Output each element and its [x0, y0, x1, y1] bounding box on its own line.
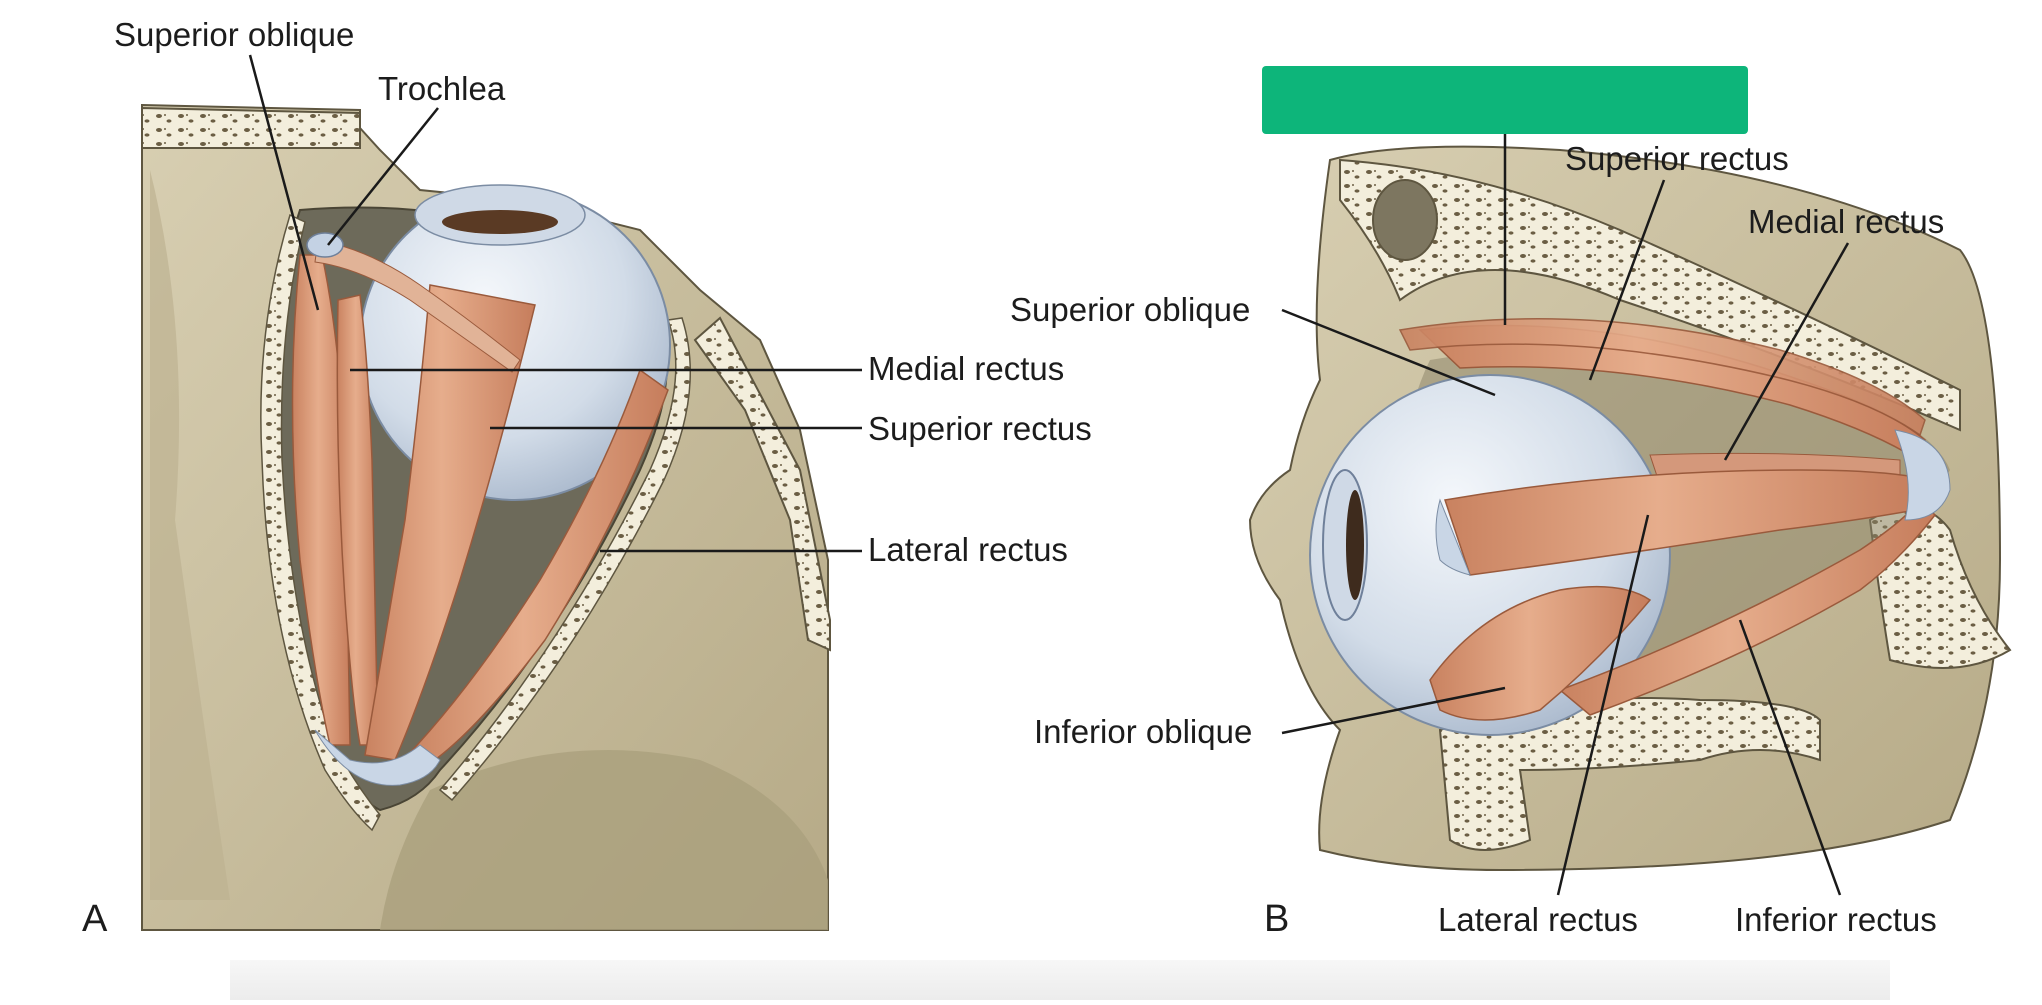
label-a-trochlea: Trochlea	[378, 70, 506, 107]
panel-a-trochlea	[306, 232, 344, 258]
panel-b-illustration	[1248, 145, 2012, 872]
redaction-bar	[1262, 66, 1748, 134]
leader-lines	[248, 54, 1850, 896]
label-b-inferior-oblique: Inferior oblique	[1034, 713, 1253, 750]
label-b-lateral-rectus: Lateral rectus	[1438, 901, 1638, 938]
label-b-medial-rectus: Medial rectus	[1748, 203, 1945, 240]
label-a-superior-oblique: Superior oblique	[114, 16, 355, 53]
panel-letter-b: B	[1264, 898, 1290, 940]
panel-b-inferior-rectus-muscle	[1558, 498, 1936, 716]
panel-b-superior-oblique-muscle	[1398, 318, 1926, 437]
panel-b-inferior-oblique-muscle	[1429, 585, 1652, 721]
label-a-superior-rectus: Superior rectus	[868, 410, 1092, 447]
label-a-medial-rectus: Medial rectus	[868, 350, 1065, 387]
panel-letter-a: A	[82, 898, 108, 940]
panel-a-superior-rectus-muscle	[364, 284, 536, 761]
label-b-superior-rectus: Superior rectus	[1565, 140, 1789, 177]
bottom-shade	[230, 960, 1890, 1000]
label-a-lateral-rectus: Lateral rectus	[868, 531, 1068, 568]
panel-a-illustration	[141, 103, 831, 931]
label-b-inferior-rectus: Inferior rectus	[1735, 901, 1937, 938]
label-b-superior-oblique: Superior oblique	[1010, 291, 1251, 328]
